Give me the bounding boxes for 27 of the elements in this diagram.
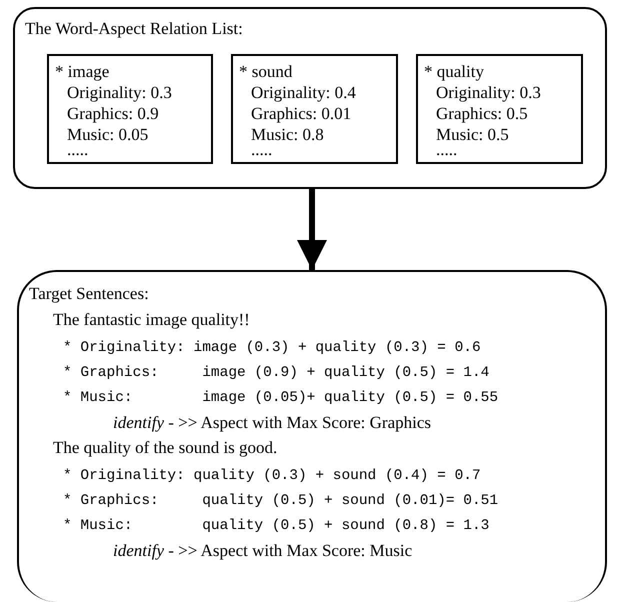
aspect-score: Graphics: 0.9 (67, 104, 159, 124)
sentence-text: The quality of the sound is good. (53, 438, 278, 458)
word-card (416, 54, 583, 164)
result-text: identify - >> Aspect with Max Score: Music (113, 541, 412, 561)
score-formula: * Graphics: quality (0.5) + sound (0.01)= 0.51 (63, 492, 498, 511)
score-formula: * Music: image (0.05)+ quality (0.5) = 0.55 (63, 389, 498, 408)
score-formula: * Originality: image (0.3) + quality (0.3) = 0.6 (63, 339, 481, 358)
score-formula: * Music: quality (0.5) + sound (0.8) = 1.3 (63, 517, 490, 536)
word-card (231, 54, 398, 164)
list-panel (17, 270, 607, 602)
word-label: * image (55, 62, 110, 82)
aspect-score: Graphics: 0.01 (251, 104, 352, 124)
aspect-score: Graphics: 0.5 (436, 104, 528, 124)
aspect-score: Originality: 0.3 (67, 83, 172, 103)
score-formula: * Originality: quality (0.3) + sound (0.4) = 0.7 (63, 467, 481, 486)
list-panel (13, 7, 607, 189)
aspect-score: Originality: 0.3 (436, 83, 541, 103)
aspect-score: Originality: 0.4 (251, 83, 356, 103)
word-card (47, 54, 213, 164)
box-title: The Word-Aspect Relation List: (25, 19, 243, 39)
score-formula: * Graphics: image (0.9) + quality (0.5) = 1.4 (63, 364, 490, 383)
arrow (297, 189, 327, 270)
result-text: identify - >> Aspect with Max Score: Graphics (113, 413, 432, 433)
word-label: * sound (239, 62, 292, 82)
sentence-text: The fantastic image quality!! (53, 310, 250, 330)
word-label: * quality (424, 62, 484, 82)
box-title: Target Sentences: (29, 284, 149, 304)
